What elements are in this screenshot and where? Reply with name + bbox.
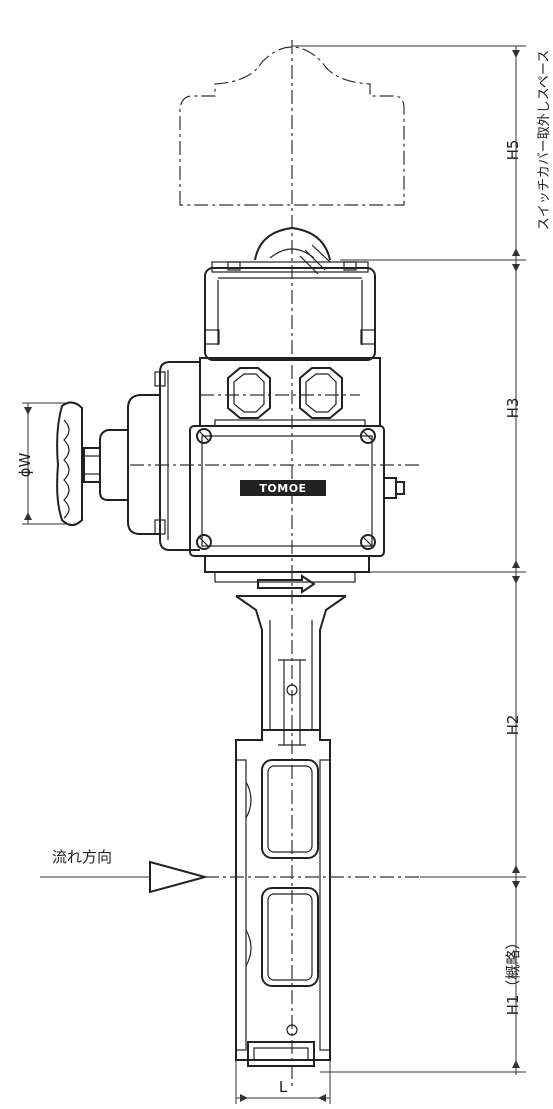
arrow-h5-bottom [512, 248, 520, 256]
gear-hub [99, 429, 128, 501]
valve-disc-upper [261, 759, 319, 859]
valve-disc-lower [261, 887, 319, 987]
arrow-h5-top [512, 50, 520, 58]
handwheel-grip [63, 419, 70, 519]
indicator-arrow-3 [299, 255, 319, 275]
arrow-h3-top [512, 264, 520, 272]
bottom-flange [247, 1041, 315, 1067]
gearbox-body [159, 361, 200, 551]
flow-direction-label: 流れ方向 [52, 848, 112, 866]
corner-screw-tl [196, 428, 212, 444]
gearbox-bolt-top [154, 371, 166, 387]
arrow-h2-bottom [512, 865, 520, 873]
arrow-h3-bottom [512, 560, 520, 568]
housing-bolt-right [360, 329, 376, 345]
stem-pin [286, 684, 298, 696]
bottom-pin [286, 1024, 298, 1036]
h1-label: H1（概略） [504, 935, 522, 1016]
l-arrow-right [318, 1094, 326, 1102]
conduit-port-right [299, 367, 343, 419]
screw-slot-br [362, 536, 374, 548]
base-plate [204, 555, 370, 573]
side-bolt-body [383, 477, 397, 499]
arrow-h1-bottom [512, 1060, 520, 1068]
h5-label: H5 [504, 140, 522, 161]
h3-label: H3 [504, 398, 522, 419]
l-label: L [279, 1078, 288, 1096]
corner-screw-br [360, 534, 376, 550]
conduit-port-right-inner [305, 373, 337, 413]
indicator-arrow-2 [311, 244, 331, 263]
valve-flange-left [235, 759, 247, 1051]
top-bolt-left [227, 261, 241, 271]
neck-right [319, 595, 347, 730]
conduit-port-left [227, 367, 271, 419]
corner-screw-bl [196, 534, 212, 550]
switch-cover-dome [254, 226, 331, 261]
flow-indicator-arrow [257, 574, 316, 594]
h2-label: H2 [504, 715, 522, 736]
diameter-w-label: ϕW [16, 452, 34, 477]
screw-slot-tr [362, 430, 374, 442]
handwheel-shaft [83, 447, 101, 483]
brand-plate [240, 480, 326, 496]
top-bolt-right [343, 261, 357, 271]
handwheel [56, 401, 83, 526]
valve-disc-upper-inner [267, 765, 313, 853]
valve-body [235, 729, 331, 1061]
actuator-body-panel [201, 435, 373, 547]
screw-slot-bl [198, 536, 210, 548]
bottom-flange-inner [253, 1047, 309, 1061]
flow-arrow [149, 860, 209, 894]
valve-flange-right [319, 759, 331, 1051]
conduit-port-left-inner [233, 373, 265, 413]
neck-left [235, 595, 263, 730]
corner-screw-tr [360, 428, 376, 444]
arrow-h2-top [512, 576, 520, 584]
top-housing [204, 267, 376, 361]
indicator-arrow-1 [304, 249, 326, 271]
base-ring [214, 571, 356, 583]
diameter-arrow-top [24, 407, 32, 415]
seat-detail-upper [245, 781, 252, 819]
housing-bolt-left [204, 329, 220, 345]
seat-detail-lower [245, 929, 252, 967]
diameter-arrow-bottom [24, 512, 32, 520]
side-bolt-head [395, 481, 405, 495]
gearbox-cover [127, 394, 160, 535]
screw-slot-tl [198, 430, 210, 442]
l-arrow-left [240, 1094, 248, 1102]
brand-text: TOMOE [259, 482, 306, 495]
switch-cover-space-label: スイッチカバー取外しスペース [537, 50, 552, 230]
arrow-h1-top [512, 881, 520, 889]
top-housing-flange [211, 261, 369, 273]
valve-disc-lower-inner [267, 893, 313, 981]
